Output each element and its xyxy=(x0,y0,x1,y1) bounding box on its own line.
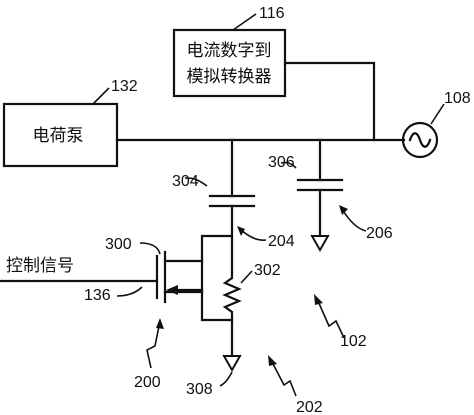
charge-pump-ref-leader xyxy=(92,87,110,105)
transistor-icon xyxy=(155,234,234,322)
node-a-arrowhead xyxy=(237,226,245,236)
ground-ref: 308 xyxy=(186,381,213,398)
charge-pump-block xyxy=(2,102,119,168)
circuit-ref: 102 xyxy=(340,333,367,350)
left-ref-arrow xyxy=(146,318,164,369)
capacitor-icon xyxy=(208,194,256,208)
dac-label-line1: 电流数字到 xyxy=(187,41,272,61)
resistor-icon xyxy=(222,270,242,322)
dac-ref: 116 xyxy=(259,5,285,22)
left-ref: 200 xyxy=(134,374,161,391)
ac-ref-leader xyxy=(430,103,445,125)
charge-pump-ref: 132 xyxy=(111,78,138,95)
ac-source-icon xyxy=(401,121,439,159)
control-ref-leader xyxy=(116,286,143,297)
ground-icon xyxy=(222,355,242,373)
control-signal-label: 控制信号 xyxy=(6,256,74,276)
node-a-ref: 204 xyxy=(268,233,295,250)
resistor-ref: 302 xyxy=(254,262,281,279)
control-line-ref: 136 xyxy=(84,287,111,304)
cap-a-ref-leader xyxy=(184,177,208,187)
capacitor-icon xyxy=(296,178,344,192)
node-b-ref: 206 xyxy=(366,225,393,242)
cap-b-ref-leader xyxy=(280,161,297,169)
node-b-ref-leader xyxy=(341,208,367,232)
dac-output-wire xyxy=(283,61,376,142)
right-ref: 202 xyxy=(296,399,323,415)
dac-label-line2: 模拟转换器 xyxy=(187,67,272,87)
ground-icon xyxy=(310,235,330,253)
dac-block xyxy=(172,28,287,98)
resistor-ref-leader xyxy=(240,270,253,284)
cap-a-ref: 304 xyxy=(172,173,199,190)
dac-ref-leader xyxy=(232,13,257,31)
circuit-ref-arrow xyxy=(314,294,345,339)
transistor-ref: 300 xyxy=(105,236,132,253)
ground-ref-leader xyxy=(219,371,233,387)
cap-b-ref: 306 xyxy=(268,154,295,171)
node-b-arrowhead xyxy=(339,205,348,215)
ac-source-ref: 108 xyxy=(444,90,471,107)
transistor-ref-leader xyxy=(139,242,161,255)
right-ref-arrow xyxy=(268,355,297,397)
charge-pump-label: 电荷泵 xyxy=(33,126,84,146)
